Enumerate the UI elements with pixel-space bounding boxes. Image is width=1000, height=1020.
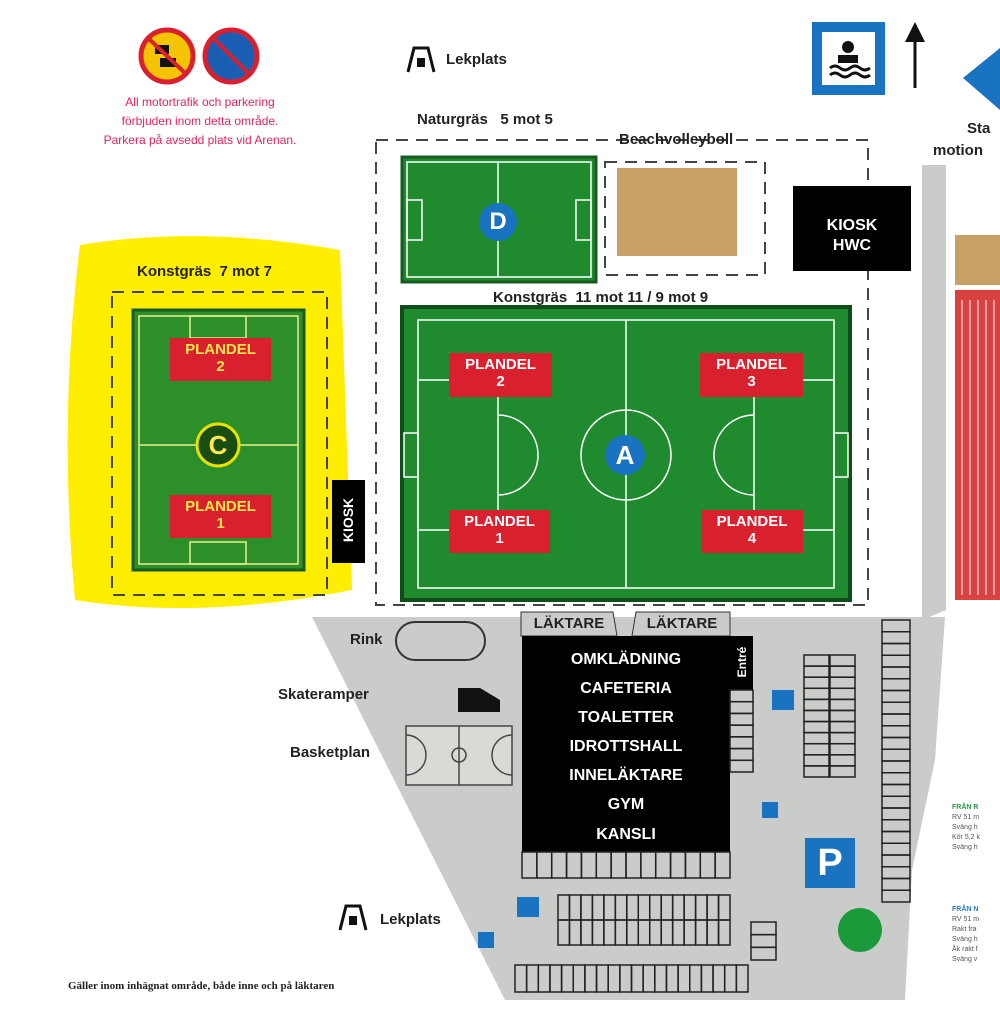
field-d-letter: D — [489, 208, 507, 235]
rink-label: Rink — [350, 631, 383, 648]
kiosk-hwc-line-2: HWC — [832, 237, 872, 254]
parking-stall — [803, 765, 830, 778]
kiosk-side-label: KIOSK — [340, 497, 356, 543]
green-circle — [838, 908, 882, 952]
main-building — [522, 636, 730, 852]
kiosk-hwc — [793, 186, 911, 271]
sta-label: Sta — [967, 120, 991, 137]
laktare-left: LÄKTARE — [533, 615, 605, 632]
directions-line: Kör 5,2 k — [952, 834, 981, 841]
footer-note: Gäller inom inhägnat område, både inne o… — [68, 980, 335, 992]
directions-line: Sväng h — [952, 824, 978, 831]
motion-label: motion — [933, 142, 983, 159]
road-right — [922, 165, 946, 620]
skateramper-label: Skateramper — [278, 686, 369, 703]
notice-line-3: Parkera på avsedd plats vid Arenan. — [103, 133, 297, 147]
building-toaletter: TOALETTER — [578, 709, 674, 726]
skate-ramp-icon — [458, 688, 500, 712]
parking-stall — [735, 964, 749, 993]
parking-stall — [829, 765, 856, 778]
building-omkladning: OMKLÄDNING — [570, 651, 682, 668]
rink-shape — [395, 621, 486, 661]
swimming-sign-icon — [812, 22, 885, 95]
notice-line-1: All motortrafik och parkering — [125, 95, 275, 109]
kiosk-side — [332, 480, 365, 563]
directions-line: Sväng h — [952, 936, 978, 943]
directions-line: RV 51 m — [952, 814, 980, 821]
direction-sign-icon — [963, 48, 1000, 110]
directions-line: RV 51 m — [952, 916, 980, 923]
laktare-right: LÄKTARE — [646, 615, 718, 632]
no-motor-traffic-sign-icon — [138, 27, 196, 85]
beachvolleyball-court — [617, 168, 737, 256]
building-kansli: KANSLI — [596, 826, 656, 843]
entre-label: Entré — [735, 646, 749, 678]
directions-from-r: FRÅN R RV 51 m Sväng h Kör 5,2 k Sväng h — [952, 803, 980, 853]
directions-title: FRÅN N — [952, 906, 979, 913]
entrance — [730, 636, 753, 690]
basketplan-label: Basketplan — [290, 744, 371, 761]
parking-stall — [881, 889, 911, 903]
building-innelaktare: INNELÄKTARE — [569, 767, 683, 784]
accessible-parking-icon — [478, 690, 794, 948]
notice-line-2: förbjuden inom detta område. — [121, 114, 279, 128]
directions-line: Åk rakt f — [952, 946, 978, 953]
basketball-court — [405, 725, 513, 786]
building-idrottshall: IDROTTSHALL — [569, 738, 683, 755]
parking-stall — [714, 851, 731, 879]
directions-line: Sväng v — [952, 956, 978, 963]
parking-stall — [717, 919, 731, 946]
konstgras-11-label: Konstgräs 11 mot 11 / 9 mot 9 — [493, 289, 709, 306]
naturgras-label: Naturgräs 5 mot 5 — [417, 111, 553, 128]
field-a-letter: A — [615, 440, 635, 470]
field-d-marker — [479, 203, 517, 241]
lekplats-bottom-label: Lekplats — [380, 911, 441, 928]
field-c-marker — [195, 422, 241, 468]
parking-stall — [750, 946, 777, 961]
konstgras-7-label: Konstgräs 7 mot 7 — [137, 263, 273, 280]
lekplats-label: Lekplats — [446, 51, 507, 68]
playground-icon-bottom — [338, 904, 368, 931]
parking-label: P — [817, 842, 843, 884]
directions-from-n: FRÅN N RV 51 m Rakt fra Sväng h Åk rakt … — [952, 905, 979, 965]
kiosk-hwc-label: KIOSK HWC — [793, 216, 911, 256]
directions-title: FRÅN R — [952, 804, 979, 811]
parking-sign-icon — [805, 838, 855, 888]
kiosk-hwc-line-1: KIOSK — [826, 217, 878, 234]
parking-stall — [729, 759, 754, 773]
beachvolleyboll-label: Beachvolleyboll — [619, 131, 734, 148]
north-arrow-icon — [905, 22, 925, 88]
directions-line: Sväng h — [952, 844, 978, 851]
field-a-marker — [605, 435, 645, 475]
no-parking-sign-icon — [202, 27, 260, 85]
field-c-letter: C — [208, 430, 228, 460]
playground-icon — [406, 46, 436, 73]
building-cafeteria: CAFETERIA — [580, 680, 672, 697]
directions-line: Rakt fra — [952, 926, 977, 933]
building-gym: GYM — [607, 796, 645, 813]
